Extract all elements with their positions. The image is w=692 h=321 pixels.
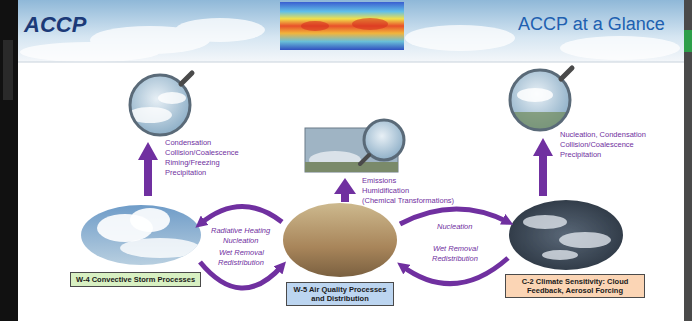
process-item: Condensation bbox=[165, 138, 211, 147]
box-text: C-2 Climate Sensitivity: Cloud Feedback,… bbox=[511, 277, 639, 295]
process-item: Humidification bbox=[362, 186, 409, 195]
cycle-label: Wet Removal bbox=[219, 248, 264, 257]
process-item: Collision/Coalescence bbox=[165, 148, 239, 157]
process-item: Precipitation bbox=[165, 168, 206, 177]
cycle-label: Nucleation bbox=[437, 222, 472, 231]
cycle-label: Radiative Heating bbox=[211, 226, 270, 235]
process-item: Riming/Freezing bbox=[165, 158, 220, 167]
process-item: Emissions bbox=[362, 176, 396, 185]
logo-text: ACCP bbox=[24, 12, 86, 38]
label-box: C-2 Climate Sensitivity: Cloud Feedback,… bbox=[505, 274, 645, 298]
process-item: Collision/Coalescence bbox=[560, 140, 634, 149]
box-text: W-5 Air Quality Processes and Distributi… bbox=[292, 285, 388, 303]
process-item: Nucleation, Condensation bbox=[560, 130, 646, 139]
label-box: W-4 Convective Storm Processes bbox=[70, 272, 201, 287]
cycle-label: Wet Removal bbox=[433, 244, 478, 253]
process-item: (Chemical Transformations) bbox=[362, 196, 454, 205]
process-item: Precipitation bbox=[560, 150, 601, 159]
label-box: W-5 Air Quality Processes and Distributi… bbox=[286, 282, 394, 306]
box-text: W-4 Convective Storm Processes bbox=[76, 275, 195, 284]
cycle-label: Nucleation bbox=[223, 236, 258, 245]
cycle-label: Redistribution bbox=[432, 254, 478, 263]
slide-title: ACCP at a Glance bbox=[518, 14, 665, 35]
cycle-label: Redistribution bbox=[218, 258, 264, 267]
